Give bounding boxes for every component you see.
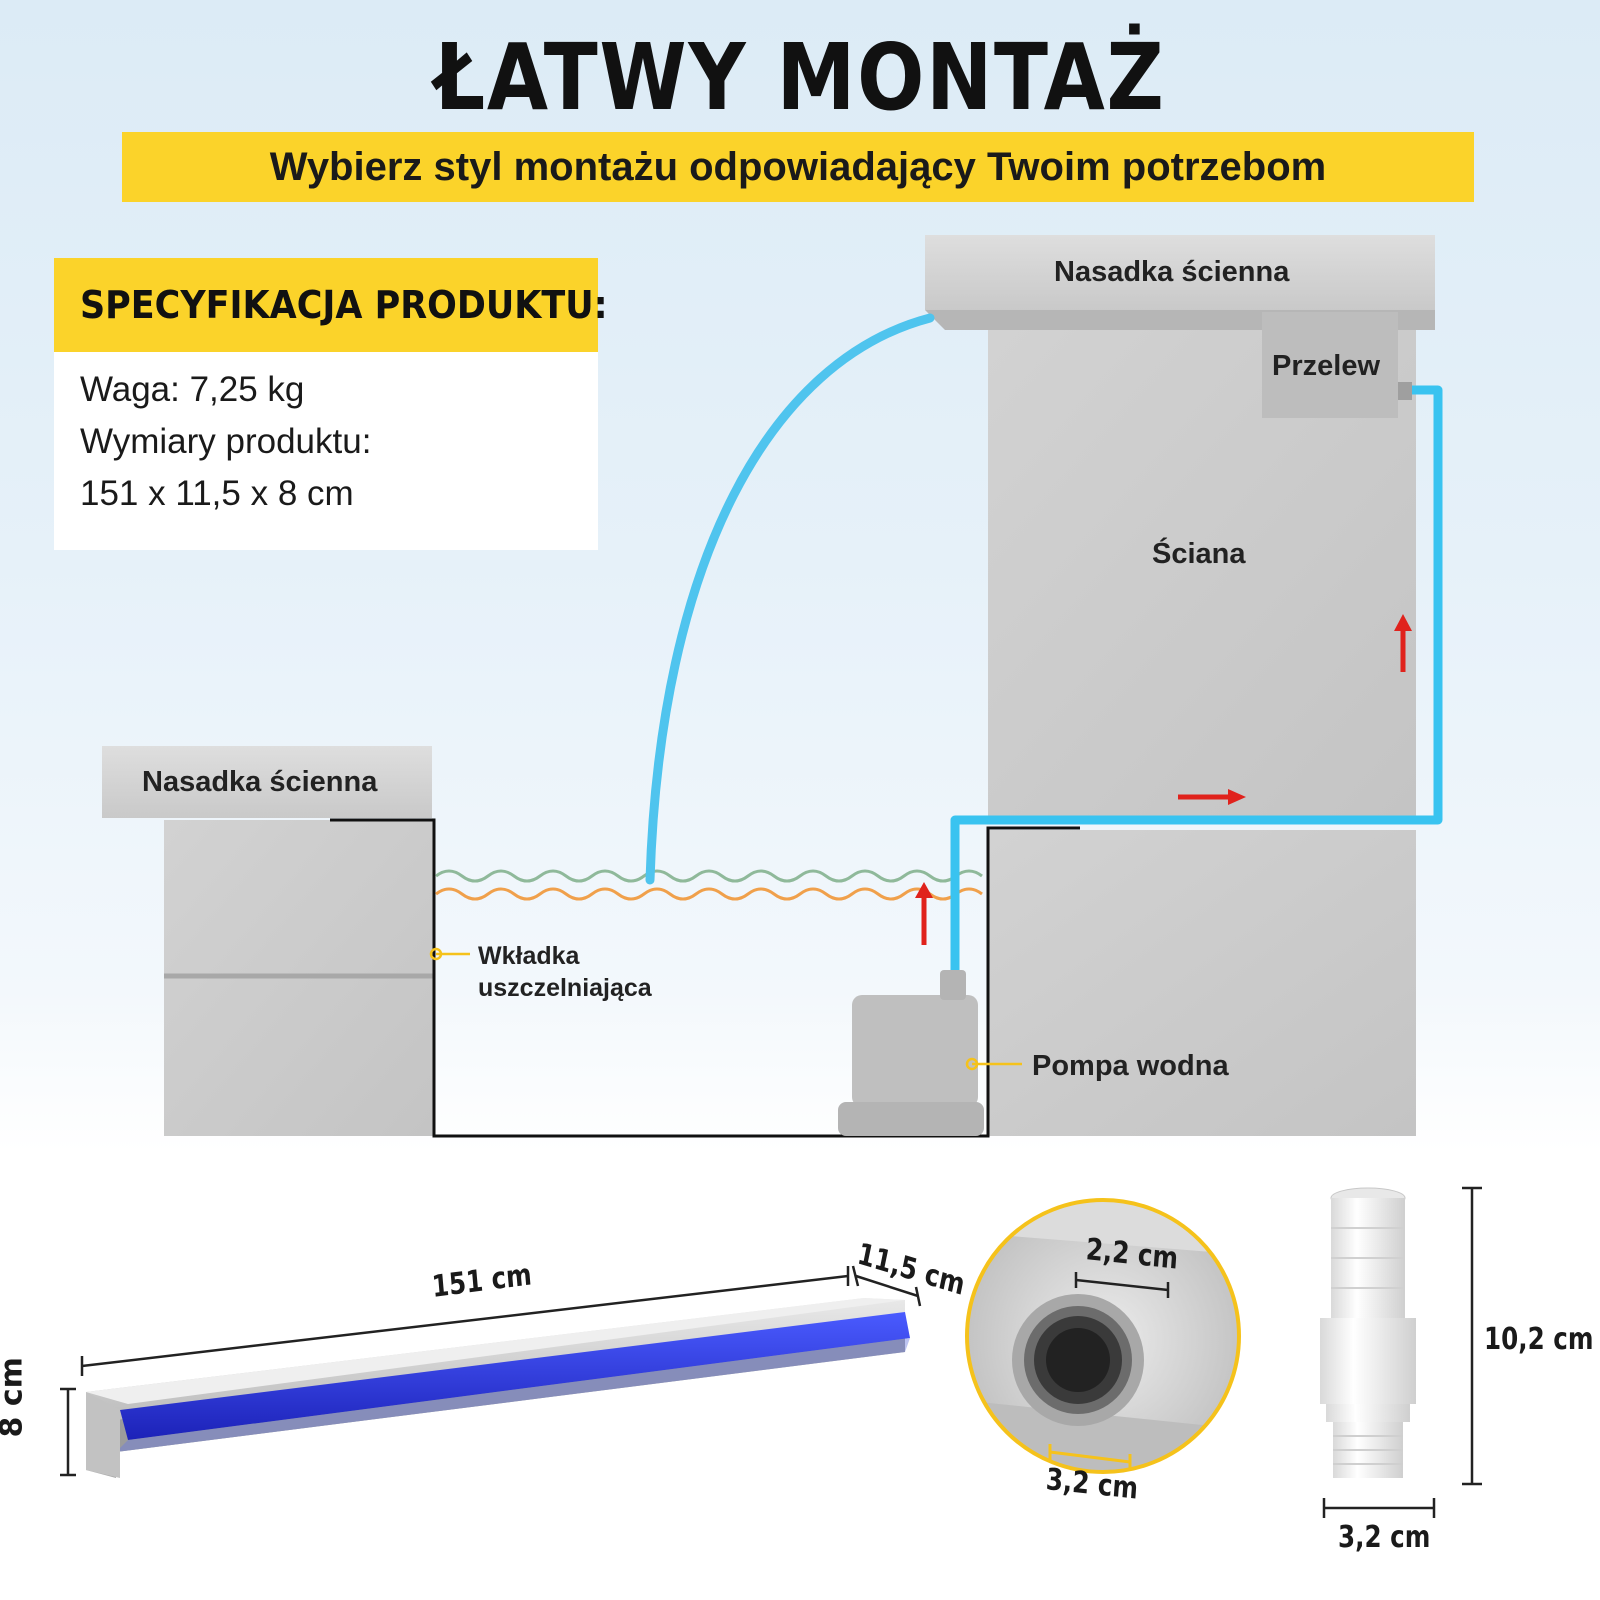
- spec-dims-value: 151 x 11,5 x 8 cm: [80, 474, 354, 513]
- water-pump-body: [852, 995, 978, 1107]
- label-wall: Ściana: [1152, 538, 1246, 570]
- flow-arrows: [915, 614, 1412, 945]
- label-wall-cap-top: Nasadka ścienna: [1054, 256, 1290, 288]
- label-seal-insert: Wkładka uszczelniająca: [478, 942, 652, 1002]
- subtitle-banner: Wybierz styl montażu odpowiadający Twoim…: [122, 132, 1474, 202]
- spec-weight: Waga: 7,25 kg: [80, 370, 305, 409]
- outlet-detail-frame: [965, 1198, 1241, 1474]
- spec-dims-label: Wymiary produktu:: [80, 422, 372, 461]
- label-wall-cap-left: Nasadka ścienna: [142, 766, 378, 798]
- water-pipe: [950, 385, 1443, 980]
- label-water-pump: Pompa wodna: [1032, 1050, 1229, 1082]
- dim-adapter-width: 3,2 cm: [1338, 1520, 1431, 1555]
- dim-adapter-height: 10,2 cm: [1484, 1322, 1594, 1357]
- spec-title: SPECYFIKACJA PRODUKTU:: [80, 283, 608, 327]
- pool-outline: [330, 818, 1080, 1138]
- page-title: ŁATWY MONTAŻ: [434, 24, 1166, 131]
- pvc-adapter: [1320, 1187, 1416, 1478]
- spec-card: Waga: 7,25 kg Wymiary produktu: 151 x 11…: [54, 352, 598, 550]
- label-overflow: Przelew: [1272, 350, 1380, 382]
- water-wave-green: [435, 869, 983, 883]
- spec-header: SPECYFIKACJA PRODUKTU:: [54, 258, 608, 352]
- spillway-product: [86, 1298, 910, 1478]
- lower-wall: [988, 830, 1416, 1136]
- water-wave-orange: [435, 887, 983, 901]
- top-wall-cap: [925, 235, 1435, 310]
- page-subtitle: Wybierz styl montażu odpowiadający Twoim…: [269, 145, 1327, 189]
- dim-height: 8 cm: [0, 1357, 30, 1437]
- waterfall-arc: [645, 313, 935, 885]
- left-wall-cap: [102, 746, 432, 818]
- overflow-box: [1262, 312, 1398, 418]
